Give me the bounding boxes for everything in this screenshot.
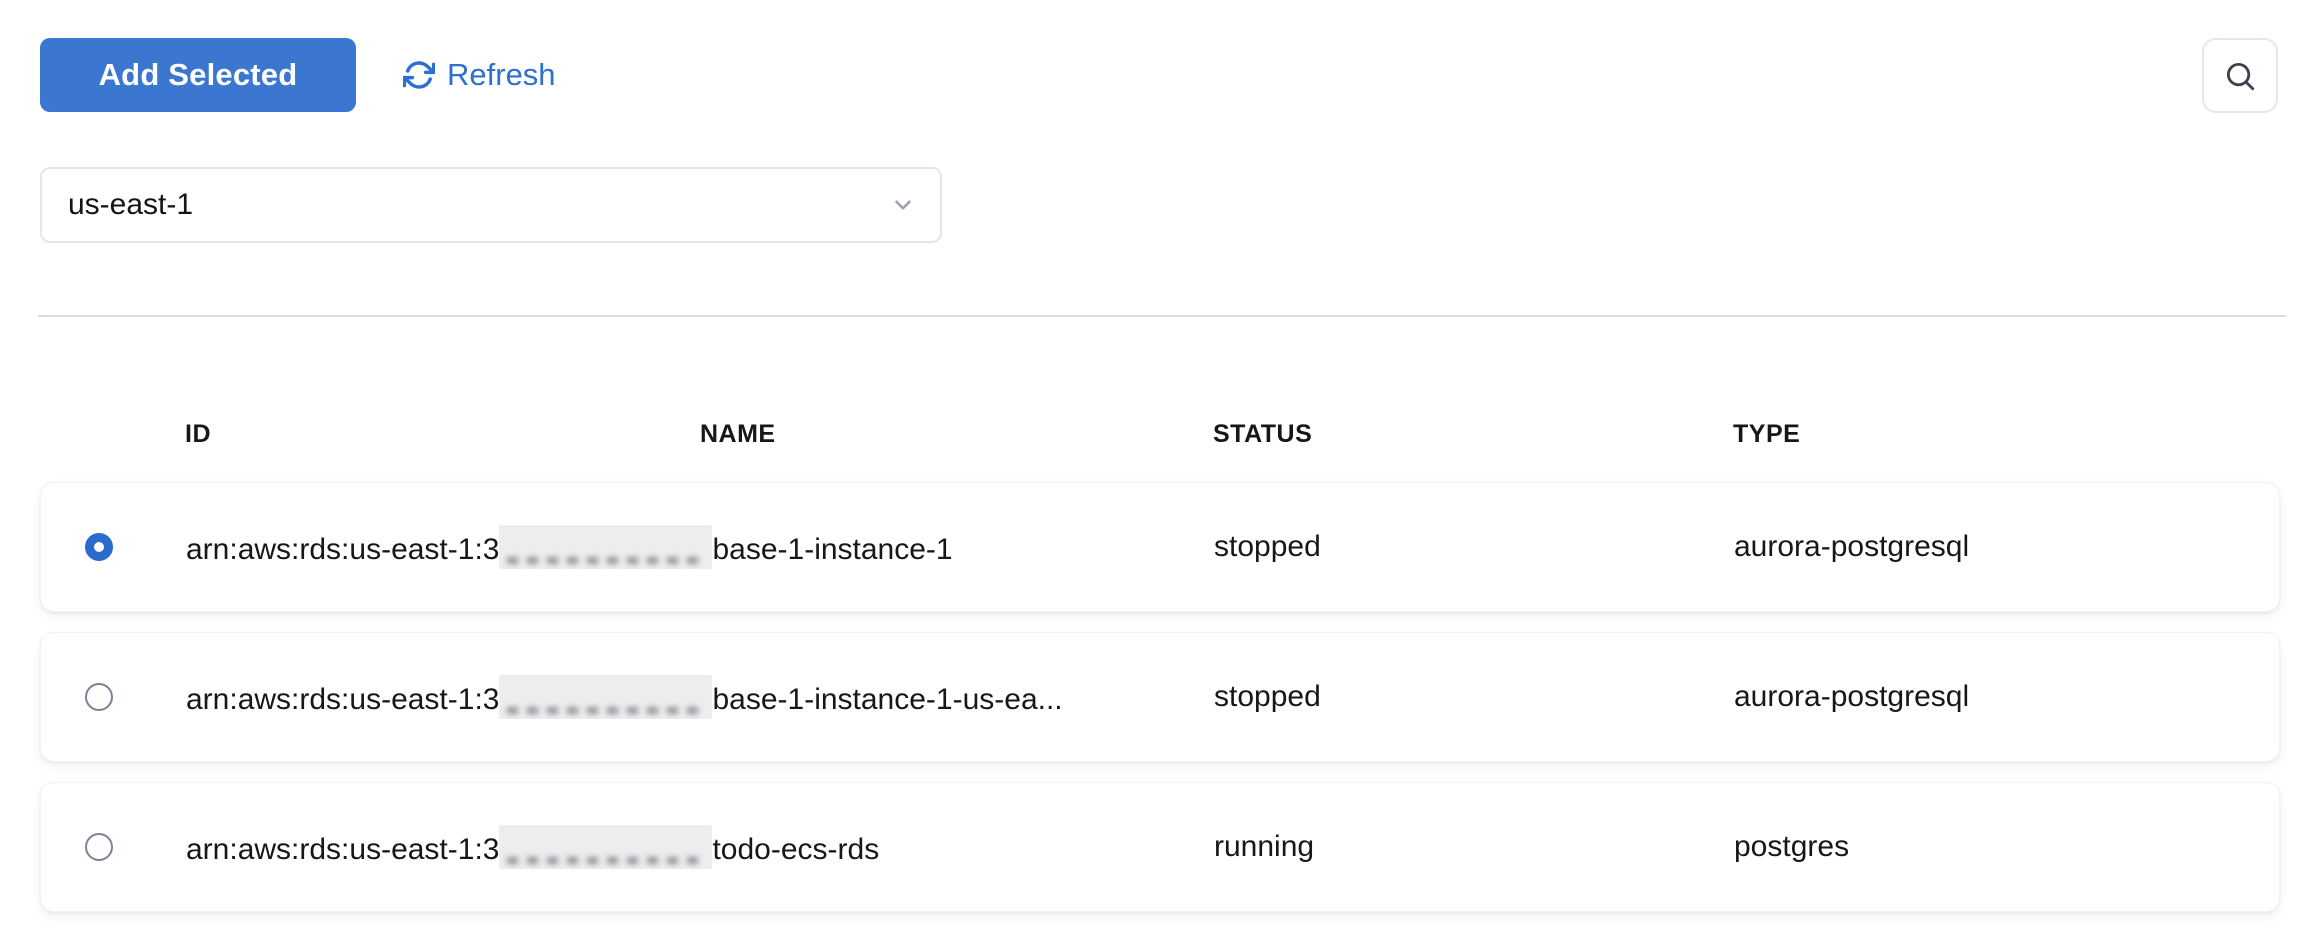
id-prefix: arn:aws:rds:us-east-1:3 bbox=[186, 533, 500, 566]
cell-id: arn:aws:rds:us-east-1:3 todo-ecs-rds bbox=[186, 825, 1211, 869]
cell-type: aurora-postgresql bbox=[1734, 530, 1970, 563]
column-header-id: ID bbox=[185, 420, 211, 448]
row-radio-button[interactable] bbox=[85, 533, 113, 561]
id-suffix: todo-ecs-rds bbox=[712, 833, 880, 866]
cell-type: postgres bbox=[1734, 830, 1850, 863]
row-radio-button[interactable] bbox=[85, 683, 113, 711]
table-row[interactable]: arn:aws:rds:us-east-1:3 base-1-instance-1… bbox=[40, 632, 2280, 762]
cell-id: arn:aws:rds:us-east-1:3 base-1-instance-1 bbox=[186, 525, 1211, 569]
table-header: ID NAME STATUS TYPE bbox=[40, 420, 2280, 456]
row-radio-button[interactable] bbox=[85, 833, 113, 861]
column-header-type: TYPE bbox=[1733, 420, 1801, 448]
id-suffix: base-1-instance-1-us-ea... bbox=[712, 683, 1063, 716]
refresh-icon bbox=[403, 61, 435, 89]
refresh-label: Refresh bbox=[447, 57, 556, 92]
region-dropdown[interactable]: us-east-1 bbox=[40, 167, 942, 243]
search-button[interactable] bbox=[2202, 38, 2278, 113]
search-icon bbox=[2226, 62, 2255, 90]
redacted-segment bbox=[499, 825, 713, 869]
column-header-name: NAME bbox=[700, 420, 776, 448]
redacted-segment bbox=[499, 675, 713, 719]
section-divider bbox=[38, 315, 2286, 317]
cell-status: stopped bbox=[1214, 530, 1321, 563]
add-selected-button[interactable]: Add Selected bbox=[40, 38, 356, 112]
cell-status: running bbox=[1214, 830, 1315, 863]
id-prefix: arn:aws:rds:us-east-1:3 bbox=[186, 833, 500, 866]
cell-type: aurora-postgresql bbox=[1734, 680, 1970, 713]
cell-status: stopped bbox=[1214, 680, 1321, 713]
cell-id: arn:aws:rds:us-east-1:3 base-1-instance-1… bbox=[186, 675, 1211, 719]
id-suffix: base-1-instance-1 bbox=[712, 533, 953, 566]
instance-table-body: arn:aws:rds:us-east-1:3 base-1-instance-1… bbox=[40, 482, 2280, 932]
table-row[interactable]: arn:aws:rds:us-east-1:3 base-1-instance-1… bbox=[40, 482, 2280, 612]
refresh-button[interactable]: Refresh bbox=[403, 38, 556, 112]
table-row[interactable]: arn:aws:rds:us-east-1:3 todo-ecs-rds runn… bbox=[40, 782, 2280, 912]
redacted-segment bbox=[499, 525, 713, 569]
column-header-status: STATUS bbox=[1213, 420, 1313, 448]
chevron-down-icon bbox=[895, 200, 911, 210]
region-dropdown-value: us-east-1 bbox=[68, 188, 194, 221]
id-prefix: arn:aws:rds:us-east-1:3 bbox=[186, 683, 500, 716]
